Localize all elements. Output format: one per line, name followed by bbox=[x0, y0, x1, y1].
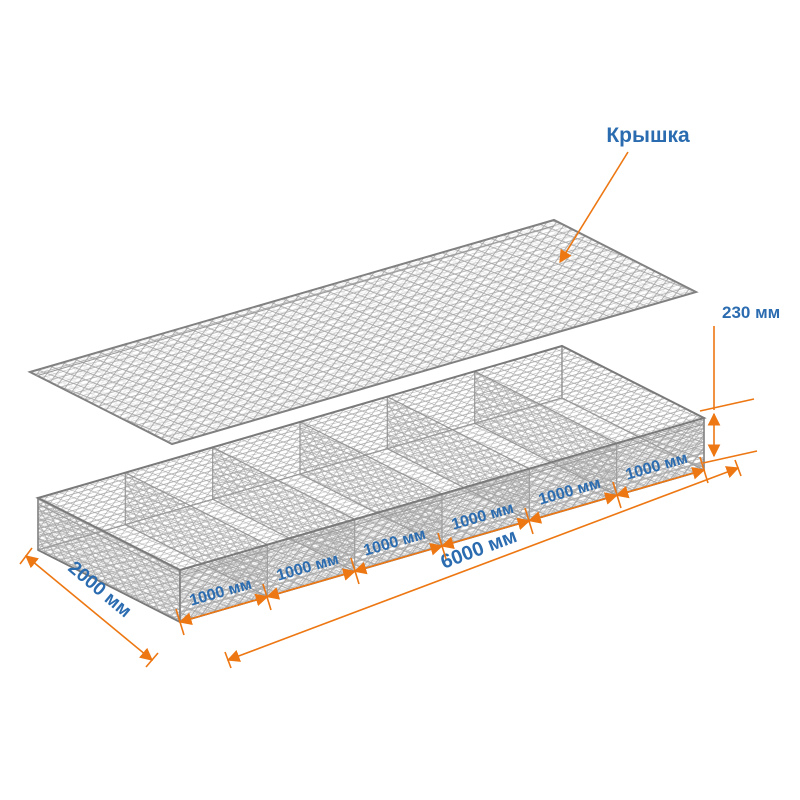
segment-arrow-6 bbox=[615, 467, 706, 499]
segment-tick-6 bbox=[699, 456, 709, 484]
segment-arrow-3 bbox=[353, 543, 444, 575]
length-dim-arrow bbox=[226, 466, 740, 662]
lid-label: Крышка bbox=[606, 124, 690, 147]
segment-arrow-4 bbox=[440, 517, 531, 549]
lid-callout: Крышка bbox=[559, 124, 690, 264]
height-extension-bottom-tick bbox=[702, 450, 758, 464]
lid-mesh-overlay bbox=[30, 220, 696, 444]
segment-tick-0 bbox=[175, 608, 185, 636]
lid-mesh-panel bbox=[27, 218, 699, 446]
segment-tick-5 bbox=[612, 481, 622, 509]
height-extension-top-tick bbox=[699, 398, 755, 412]
height-label: 230 мм bbox=[722, 303, 780, 322]
segment-tick-3 bbox=[437, 532, 447, 560]
lid-inner-wire bbox=[35, 225, 555, 377]
segment-arrow-5 bbox=[528, 492, 618, 524]
segment-tick-4 bbox=[524, 507, 534, 535]
segment-tick-2 bbox=[350, 557, 360, 585]
segment-tick-1 bbox=[262, 583, 272, 611]
segment-arrow-1 bbox=[178, 593, 269, 625]
lid-callout-arrow bbox=[559, 151, 629, 264]
segment-arrow-2 bbox=[266, 568, 356, 600]
box-top-rim-wire bbox=[35, 344, 707, 572]
dimension-height: 230 мм bbox=[699, 303, 780, 464]
width-dim-arrow bbox=[25, 555, 153, 661]
